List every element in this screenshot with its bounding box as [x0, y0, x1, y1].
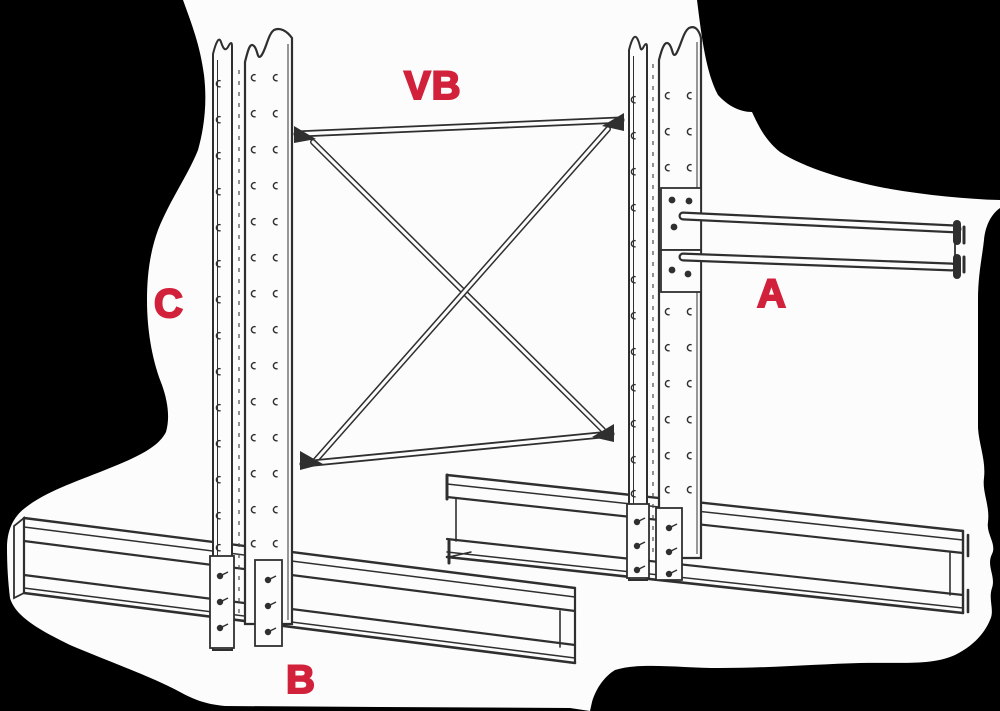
arm-mount-bracket: [660, 187, 702, 293]
base-bolts-right: [633, 518, 673, 578]
label-base: B: [285, 658, 316, 702]
base-beam-right: [445, 473, 970, 615]
label-vertical-brace: VB: [403, 64, 462, 108]
brace-top-bar: [293, 113, 625, 143]
column-left-back-member: [243, 27, 294, 626]
brace-diagonal-2: [312, 126, 611, 464]
label-arm: A: [756, 272, 787, 316]
label-column: C: [153, 282, 184, 326]
column-left-base-plates: [209, 555, 283, 649]
column-right-front-member: [628, 35, 648, 581]
base-beam-left: [13, 516, 577, 665]
brace-bottom-bar: [299, 424, 615, 470]
upright-column-left: [209, 27, 294, 651]
arm-end-section: [953, 220, 966, 279]
column-right-base-plates: [626, 503, 683, 581]
cross-brace: [293, 113, 625, 470]
brace-diagonal-1: [310, 139, 606, 433]
upright-column-right: [626, 26, 703, 581]
arm-top-flange: [678, 211, 962, 234]
arm-bottom-flange: [678, 252, 957, 272]
arm-bracket-bolts: [668, 196, 693, 278]
cantilever-arm: [660, 187, 966, 293]
